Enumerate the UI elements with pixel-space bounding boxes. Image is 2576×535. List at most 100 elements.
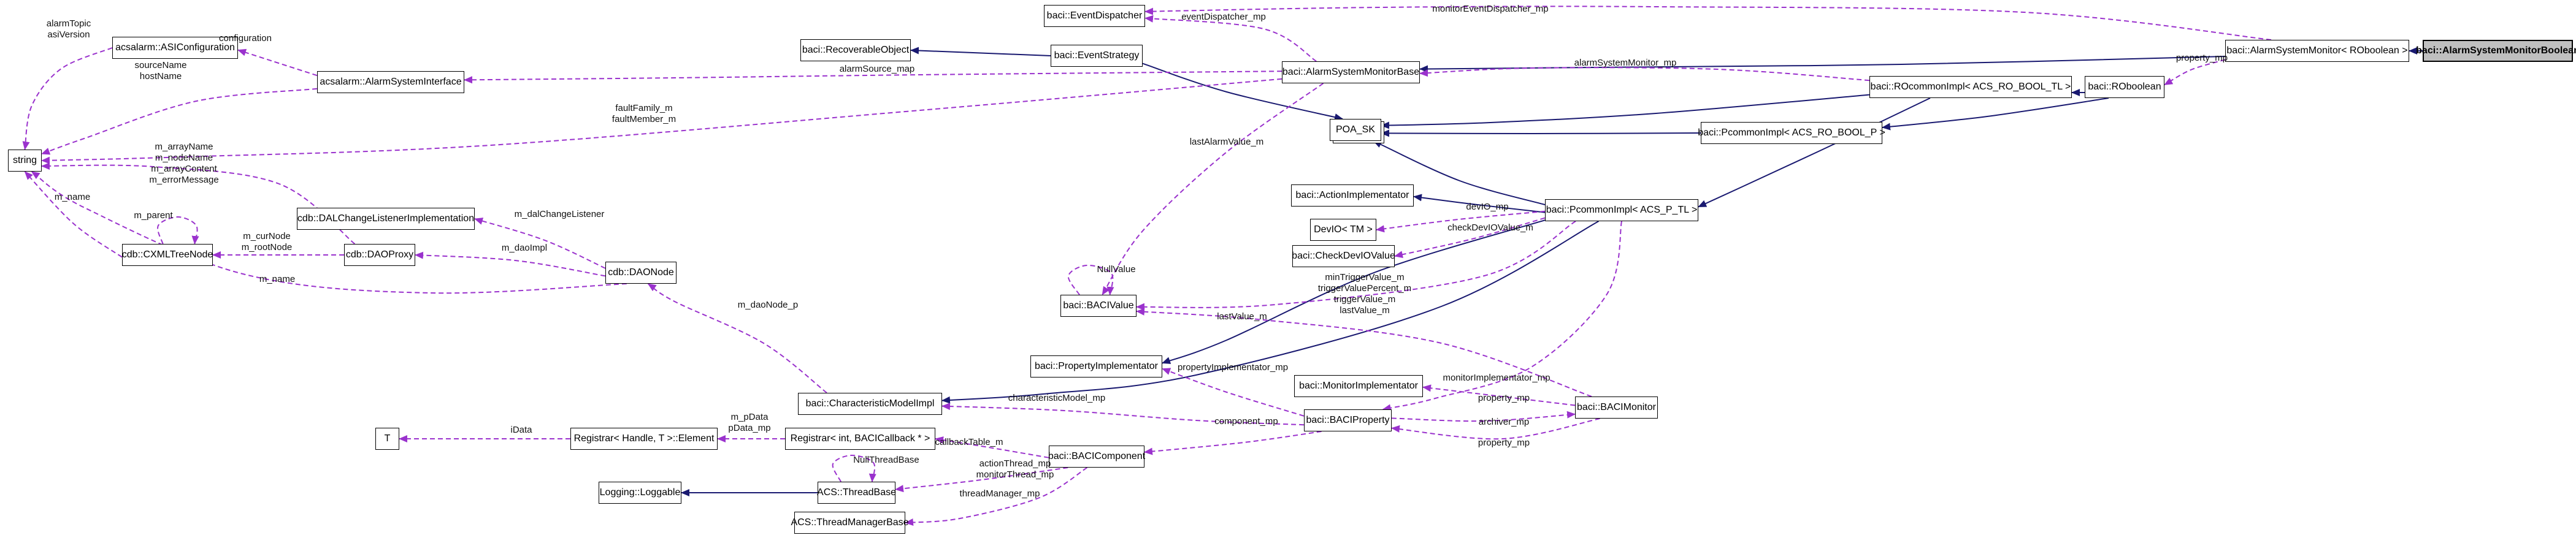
- node-cxmltree[interactable]: cdb::CXMLTreeNode: [122, 244, 213, 266]
- edge-label: callbackTable_m: [935, 437, 1003, 447]
- edge-label: NullThreadBase: [853, 455, 919, 465]
- node-daonode[interactable]: cdb::DAONode: [605, 262, 677, 284]
- node-devio[interactable]: DevIO< TM >: [1310, 219, 1376, 241]
- edge-label: NullValue: [1097, 264, 1136, 275]
- node-eventstrat[interactable]: baci::EventStrategy: [1051, 45, 1143, 67]
- edge-bacicomp-threadmgr: [905, 467, 1087, 526]
- edge-pcommon_p-propimpl: [1162, 219, 1546, 364]
- edge-label: m_curNode m_rootNode: [241, 231, 293, 252]
- edge-label: faultFamily_m faultMember_m: [611, 103, 677, 124]
- edge-charmodel-daonode: [647, 283, 827, 393]
- edge-label: characteristicModel_mp: [1008, 393, 1106, 403]
- node-T[interactable]: T: [375, 428, 399, 450]
- edge-pcommon_p-poa: [1373, 140, 1546, 205]
- edge-asmbase-bacivalue: [1102, 83, 1324, 295]
- node-bacivalue[interactable]: baci::BACIValue: [1060, 295, 1137, 317]
- edge-cxmltree-cxmltree: [157, 216, 199, 245]
- node-asi[interactable]: acsalarm::AlarmSystemInterface: [317, 71, 464, 93]
- edge-pcommon_p-bacivalue: [1136, 221, 1576, 311]
- node-pcommon_p[interactable]: baci::PcommonImpl< ACS_P_TL >: [1545, 199, 1698, 221]
- edge-pcommon_p-baciprop: [1382, 221, 1622, 412]
- node-loggable[interactable]: Logging::Loggable: [599, 482, 681, 504]
- node-rocommon[interactable]: baci::ROcommonImpl< ACS_RO_BOOL_TL >: [1869, 76, 2072, 98]
- edge-label: m_daoImpl: [501, 243, 548, 253]
- node-pcommon_ro[interactable]: baci::PcommonImpl< ACS_RO_BOOL_P >: [1698, 122, 1885, 144]
- edge-bacivalue-bacivalue: [1067, 264, 1114, 295]
- edge-baciprop-bacicomp: [1144, 431, 1322, 455]
- node-daoproxy[interactable]: cdb::DAOProxy: [344, 244, 415, 266]
- edge-label: m_parent: [134, 210, 173, 221]
- node-eventdisp[interactable]: baci::EventDispatcher: [1044, 5, 1145, 27]
- edge-label: component_mp: [1214, 416, 1278, 427]
- node-threadmgr[interactable]: ACS::ThreadManagerBase: [791, 512, 909, 534]
- edge-label: alarmSystemMonitor_mp: [1574, 58, 1677, 68]
- node-checkdevio[interactable]: baci::CheckDevIOValue: [1292, 245, 1395, 267]
- edge-label: monitorImplementator_mp: [1443, 373, 1551, 383]
- edge-label: actionThread_mp monitorThread_mp: [976, 458, 1054, 480]
- edge-label: m_daoNode_p: [737, 300, 799, 310]
- edge-asmbase-string: [41, 78, 1282, 164]
- edge-label: m_dalChangeListener: [514, 209, 605, 219]
- edge-pcommon_ro-poa: [1381, 129, 1701, 137]
- edge-eventstrat-recoverable: [910, 47, 1051, 56]
- node-baciprop[interactable]: baci::BACIProperty: [1304, 409, 1392, 431]
- edge-label: threadManager_mp: [959, 488, 1040, 499]
- edge-roboolean-pcommon_ro: [1882, 97, 2109, 131]
- edge-label: eventDispatcher_mp: [1181, 12, 1266, 22]
- edge-label: lastValue_m: [1217, 311, 1267, 322]
- edge-asm-roboolean: [2164, 59, 2226, 86]
- edge-pcommon_p-charmodel: [941, 221, 1599, 404]
- edge-label: lastAlarmValue_m: [1189, 137, 1264, 147]
- node-charmodel[interactable]: baci::CharacteristicModelImpl: [798, 393, 942, 415]
- node-string[interactable]: string: [8, 150, 42, 172]
- edge-label: property_mp: [2175, 53, 2228, 63]
- node-asmboolean: baci::AlarmSystemMonitorBoolean: [2416, 40, 2576, 62]
- edge-pcommon_p-actionimpl: [1413, 194, 1546, 213]
- edge-asmbase-eventdisp: [1144, 15, 1317, 62]
- edge-rocommon-pcommon_p: [1698, 97, 1931, 208]
- edge-daonode-dalchange: [474, 218, 606, 269]
- edge-label: minTriggerValue_m triggerValuePercent_m …: [1317, 272, 1412, 316]
- edge-asi-asiconfig: [237, 48, 318, 77]
- node-bacicomp[interactable]: baci::BACIComponent: [1048, 446, 1145, 468]
- edge-asm-eventdisp: [1144, 6, 2272, 40]
- node-propimpl[interactable]: baci::PropertyImplementator: [1030, 355, 1162, 378]
- node-roboolean[interactable]: baci::ROboolean: [2085, 76, 2164, 98]
- edge-label: sourceName hostName: [134, 60, 187, 82]
- node-actionimpl[interactable]: baci::ActionImplementator: [1291, 184, 1414, 207]
- edge-label: iData: [510, 425, 532, 435]
- edge-bacimon-bacivalue: [1136, 308, 1592, 397]
- node-threadbase[interactable]: ACS::ThreadBase: [817, 482, 896, 504]
- node-asmbase[interactable]: baci::AlarmSystemMonitorBase: [1282, 61, 1420, 83]
- edge-label: configuration: [219, 33, 272, 44]
- node-asm[interactable]: baci::AlarmSystemMonitor< ROboolean >: [2225, 40, 2409, 62]
- edge-rocommon-poa: [1381, 94, 1870, 129]
- edge-label: monitorEventDispatcher_mp: [1432, 4, 1549, 14]
- edge-label: devIO_mp: [1466, 202, 1509, 212]
- edge-bacimon-monimpl: [1422, 384, 1576, 406]
- edge-daonode-string: [31, 171, 627, 294]
- node-bacimon[interactable]: baci::BACIMonitor: [1575, 397, 1658, 419]
- node-asiconfig[interactable]: acsalarm::ASIConfiguration: [112, 37, 238, 59]
- edge-rocommon-asmbase: [1419, 67, 1870, 82]
- node-recoverable[interactable]: baci::RecoverableObject: [800, 39, 911, 61]
- node-monimpl[interactable]: baci::MonitorImplementator: [1294, 375, 1423, 397]
- node-registrar_int[interactable]: Registrar< int, BACICallback * >: [785, 428, 935, 450]
- edge-cxmltree-string: [24, 171, 123, 258]
- edge-asmbase-asi: [464, 70, 1282, 84]
- edge-bacimon-baciprop: [1391, 418, 1600, 440]
- node-registrar_elem[interactable]: Registrar< Handle, T >::Element: [570, 428, 718, 450]
- edge-baciprop-bacimon: [1391, 411, 1576, 422]
- edge-eventstrat-poa: [1142, 63, 1343, 121]
- edge-daonode-daoproxy: [415, 251, 606, 277]
- edge-baciprop-propimpl: [1162, 368, 1305, 417]
- edge-daoproxy-string: [41, 162, 356, 245]
- edge-label: m_name: [54, 192, 91, 202]
- node-dalchange[interactable]: cdb::DALChangeListenerImplementation: [297, 208, 475, 230]
- edge-label: m_arrayName m_nodeName m_arrayContent m_…: [149, 142, 219, 185]
- node-poa[interactable]: POA_SK: [1330, 119, 1381, 141]
- edge-label: m_pData pData_mp: [728, 412, 771, 433]
- edge-pcommon_p-checkdevio: [1394, 217, 1546, 259]
- edge-asi-string: [41, 88, 318, 155]
